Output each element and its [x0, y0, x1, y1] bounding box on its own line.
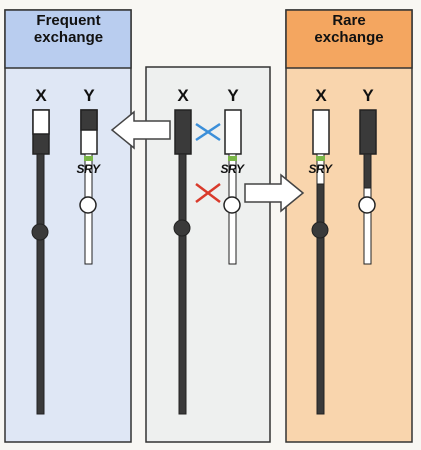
left-panel-title: Frequent exchange: [6, 12, 131, 46]
left-y-label: Y: [83, 86, 95, 105]
left-y-chromosome: [79, 109, 98, 265]
right-panel-header: [285, 9, 413, 69]
middle-x-label: X: [177, 86, 189, 105]
left-sry-label: SRY: [76, 162, 100, 176]
left-x-chromosome: [31, 109, 50, 415]
middle-y-label: Y: [227, 86, 239, 105]
right-y-label: Y: [362, 86, 374, 105]
arrow-right-icon: [244, 173, 305, 213]
crossover-blocked-icon: [195, 183, 221, 203]
right-x-label: X: [315, 86, 327, 105]
right-title-line2: exchange: [314, 29, 384, 46]
right-panel-title: Rare exchange: [287, 12, 411, 46]
middle-sry-label: SRY: [220, 162, 244, 176]
right-y-chromosome: [358, 109, 377, 265]
left-title-line1: Frequent: [36, 12, 101, 29]
arrow-left-icon: [110, 110, 171, 150]
crossover-allowed-icon: [195, 122, 221, 142]
right-title-line1: Rare: [332, 12, 366, 29]
left-panel: [4, 9, 132, 443]
middle-x-chromosome: [173, 109, 192, 415]
left-title-line2: exchange: [33, 29, 104, 46]
right-x-chromosome: [311, 109, 330, 415]
left-panel-header: [4, 9, 132, 69]
right-panel: [285, 9, 413, 443]
middle-y-chromosome: [223, 109, 242, 265]
left-x-label: X: [35, 86, 47, 105]
right-sry-label: SRY: [308, 162, 332, 176]
